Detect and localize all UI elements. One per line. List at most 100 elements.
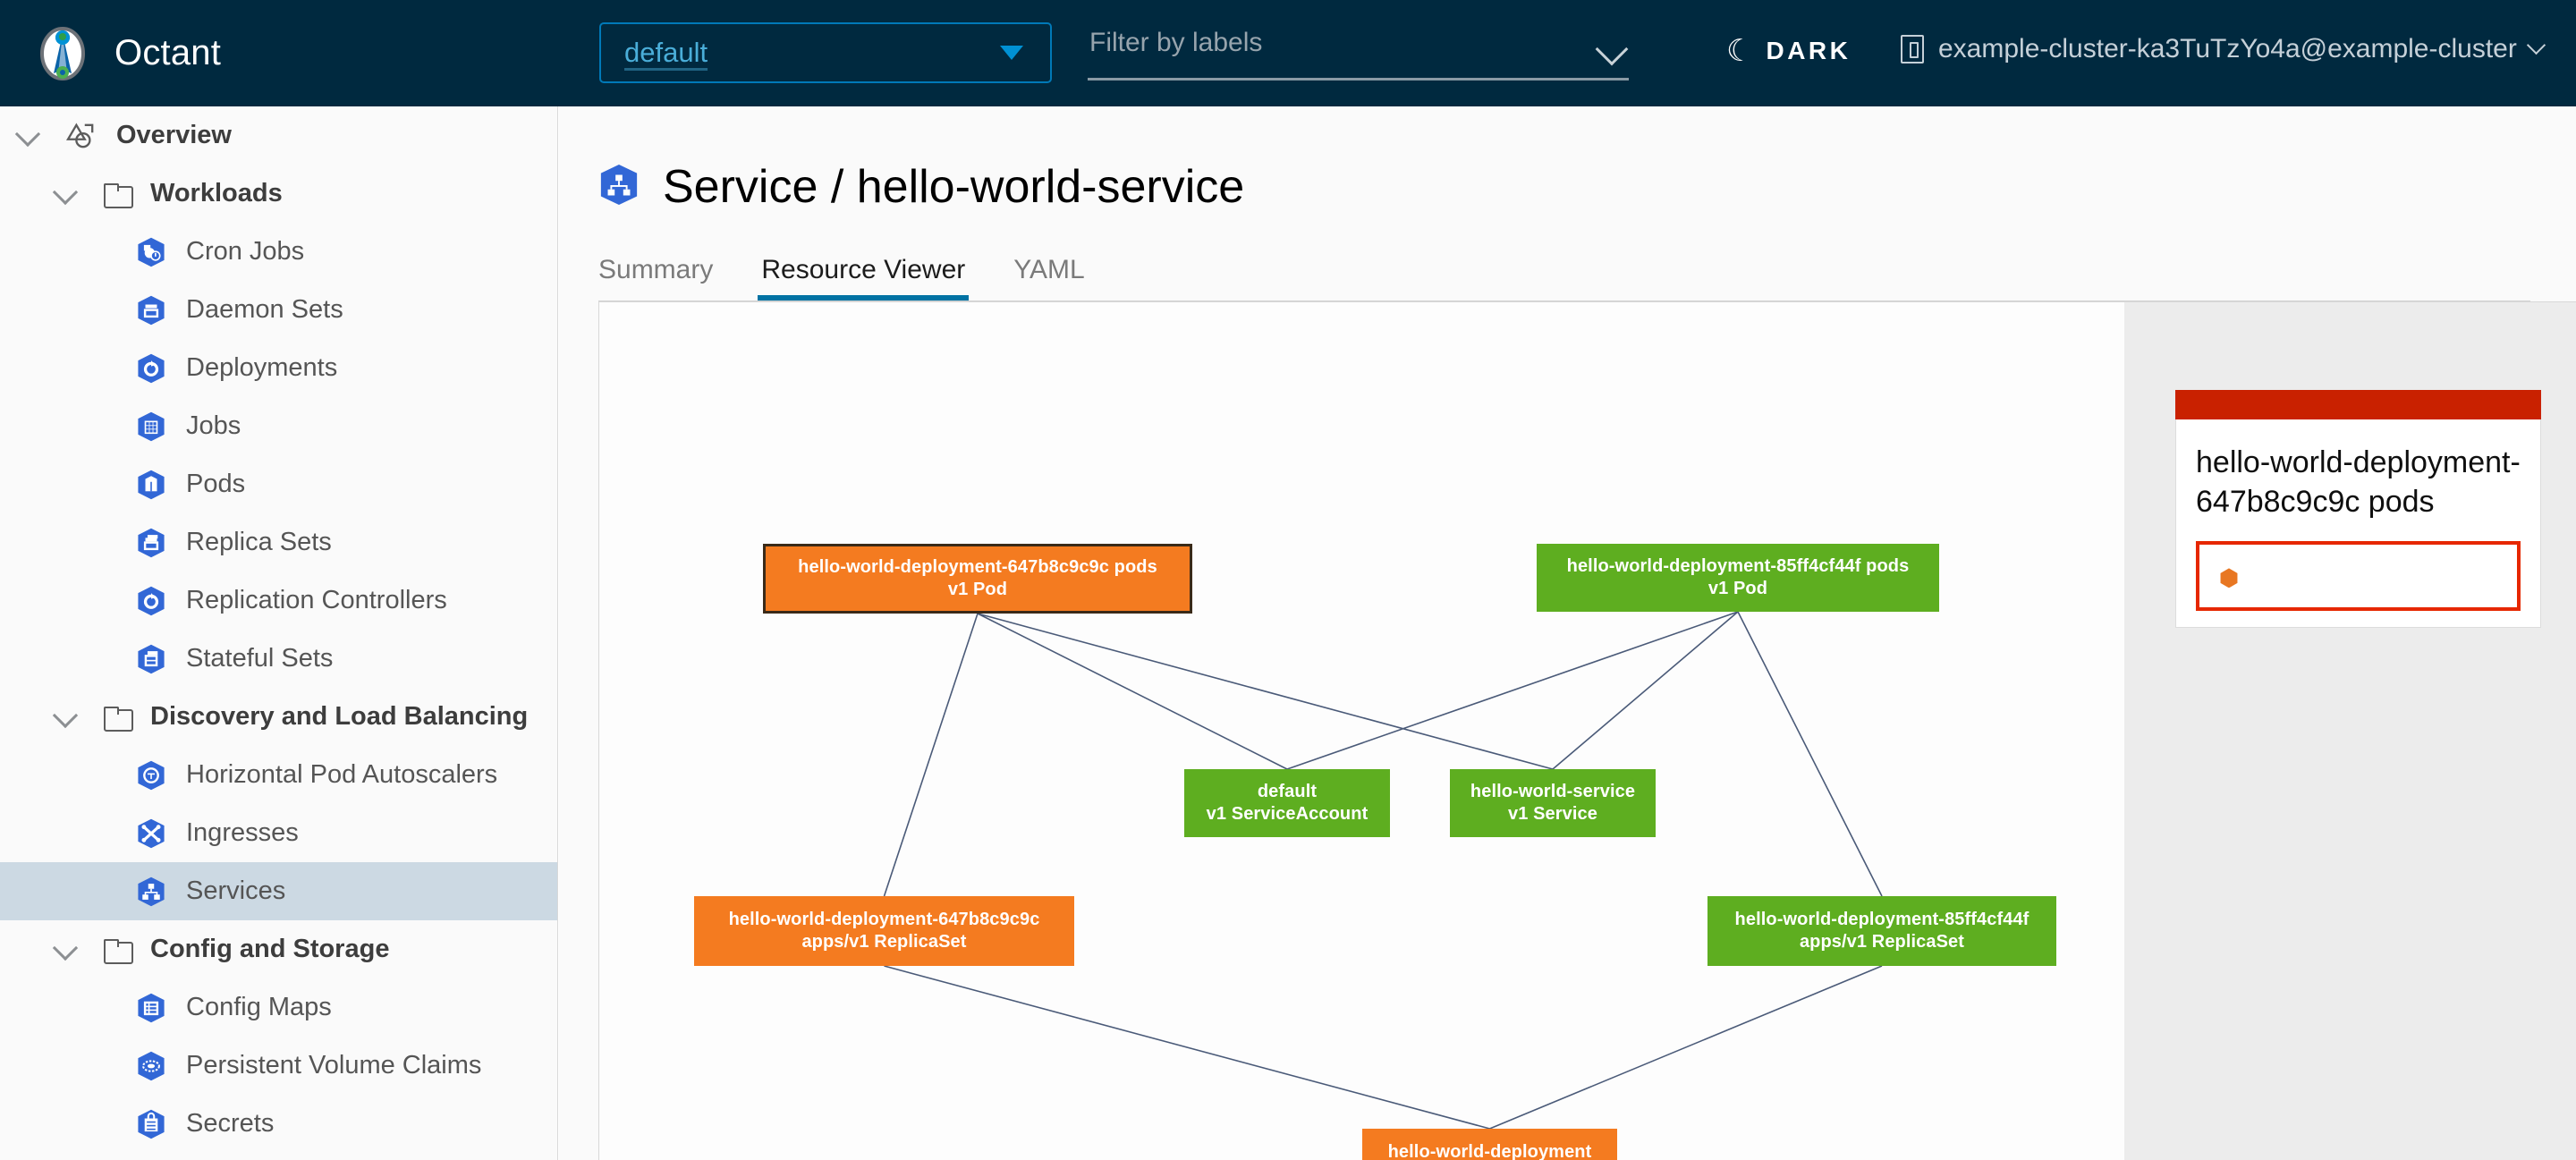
sidebar-item-discovery-and-load-balancing[interactable]: Discovery and Load Balancing xyxy=(0,688,557,746)
graph-node-kind: v1 ServiceAccount xyxy=(1206,804,1368,824)
cluster-label: example-cluster-ka3TuTzYo4a@example-clus… xyxy=(1938,34,2517,64)
cronjob-icon xyxy=(136,236,166,268)
sidebar-item-ingresses[interactable]: Ingresses xyxy=(0,804,557,862)
configmap-icon xyxy=(136,992,166,1024)
chevron-down-icon[interactable] xyxy=(16,124,39,148)
chevron-down-icon[interactable] xyxy=(54,182,77,206)
applications-icon xyxy=(65,123,97,149)
graph-node-kind: apps/v1 ReplicaSet xyxy=(801,932,967,952)
graph-node-name: hello-world-service xyxy=(1470,782,1636,801)
main-content: Service / hello-world-service Summary Res… xyxy=(559,106,2576,1160)
label-filter-placeholder: Filter by labels xyxy=(1089,28,1263,57)
chevron-down-icon[interactable] xyxy=(1595,32,1629,66)
sidebar-item-label: Secrets xyxy=(186,1109,275,1138)
sidebar-item-daemon-sets[interactable]: Daemon Sets xyxy=(0,281,557,339)
tab-yaml[interactable]: YAML xyxy=(1013,255,1085,284)
folder-icon xyxy=(104,182,133,208)
pod-icon xyxy=(136,469,166,501)
sidebar-item-label: Pods xyxy=(186,470,246,498)
sidebar-item-label: Deployments xyxy=(186,353,338,382)
graph-edge xyxy=(884,965,1490,1130)
theme-toggle[interactable]: ☾ DARK xyxy=(1726,36,1851,66)
cluster-selector[interactable]: example-cluster-ka3TuTzYo4a@example-clus… xyxy=(1901,34,2546,64)
detail-card[interactable]: hello-world-deployment-647b8c9c9c pods xyxy=(2175,390,2541,629)
chevron-down-icon[interactable] xyxy=(54,938,77,961)
detail-status-box[interactable] xyxy=(2196,541,2521,612)
sidebar-item-workloads[interactable]: Workloads xyxy=(0,165,557,223)
graph-edge xyxy=(1489,965,1883,1130)
sidebar-item-services[interactable]: Services xyxy=(0,862,557,920)
detail-side-panel: hello-world-deployment-647b8c9c9c pods xyxy=(2124,302,2576,1160)
brand-name: Octant xyxy=(114,33,222,72)
sidebar-item-label: Overview xyxy=(116,121,232,149)
sidebar-item-pods[interactable]: Pods xyxy=(0,455,557,513)
sidebar-item-deployments[interactable]: Deployments xyxy=(0,339,557,397)
sidebar-item-config-and-storage[interactable]: Config and Storage xyxy=(0,920,557,978)
graph-node-sa-default[interactable]: default v1 ServiceAccount xyxy=(1184,769,1390,837)
sidebar-item-label: Ingresses xyxy=(186,818,299,847)
tab-summary[interactable]: Summary xyxy=(598,255,714,284)
tab-resource-viewer[interactable]: Resource Viewer xyxy=(758,255,970,301)
sidebar-item-label: Services xyxy=(186,876,286,905)
sidebar-item-overview[interactable]: Overview xyxy=(0,106,557,165)
sidebar-item-label: Config and Storage xyxy=(150,935,390,963)
graph-node-label: default v1 ServiceAccount xyxy=(1207,781,1368,826)
graph-node-kind: v1 Pod xyxy=(1707,579,1768,598)
sidebar-item-secrets[interactable]: Secrets xyxy=(0,1095,557,1153)
moon-icon: ☾ xyxy=(1726,34,1754,68)
sidebar-item-config-maps[interactable]: Config Maps xyxy=(0,978,557,1037)
replicationcontroller-icon xyxy=(136,585,166,617)
folder-icon xyxy=(104,706,133,732)
sidebar-item-label: Persistent Volume Claims xyxy=(186,1051,482,1080)
graph-node-rs-85f[interactable]: hello-world-deployment-85ff4cf44f apps/v1… xyxy=(1707,896,2056,966)
namespace-select[interactable]: default xyxy=(599,22,1052,83)
sidebar-item-cron-jobs[interactable]: Cron Jobs xyxy=(0,223,557,281)
graph-node-deploy[interactable]: hello-world-deploymentapps/v1 Deployment xyxy=(1362,1129,1617,1160)
brand[interactable]: Octant xyxy=(34,25,221,82)
graph-node-kind: v1 Service xyxy=(1508,804,1597,824)
sidebar-item-stateful-sets[interactable]: Stateful Sets xyxy=(0,630,557,688)
sidebar-item-replication-controllers[interactable]: Replication Controllers xyxy=(0,572,557,630)
sidebar-item-label: Daemon Sets xyxy=(186,295,343,324)
chevron-down-icon[interactable] xyxy=(54,706,77,729)
statefulset-icon xyxy=(136,643,166,675)
top-header: Octant default Filter by labels ☾ DARK e… xyxy=(0,0,2576,106)
sidebar-item-horizontal-pod-autoscalers[interactable]: Horizontal Pod Autoscalers xyxy=(0,746,557,804)
sidebar-item-label: Cron Jobs xyxy=(186,237,305,266)
octant-logo-icon xyxy=(34,25,91,82)
sidebar-item-replica-sets[interactable]: Replica Sets xyxy=(0,513,557,572)
sidebar-item-label: Replica Sets xyxy=(186,528,332,556)
sidebar-item-label: Horizontal Pod Autoscalers xyxy=(186,760,498,789)
page-title-text: Service / hello-world-service xyxy=(663,161,1245,213)
service-icon xyxy=(598,164,640,211)
page-title: Service / hello-world-service xyxy=(598,160,1244,214)
daemonset-icon xyxy=(136,294,166,326)
hpa-icon xyxy=(136,759,166,792)
tab-bar: Summary Resource Viewer YAML xyxy=(598,255,2530,303)
graph-edge xyxy=(1737,611,1883,897)
detail-card-body: hello-world-deployment-647b8c9c9c pods xyxy=(2175,419,2541,629)
label-filter-input[interactable]: Filter by labels xyxy=(1088,25,1629,80)
graph-edge xyxy=(977,613,1288,770)
graph-node-label: hello-world-deployment-85ff4cf44f apps/v1… xyxy=(1735,909,2029,953)
graph-node-kind: apps/v1 ReplicaSet xyxy=(1799,932,1965,952)
graph-edge xyxy=(1552,611,1739,770)
graph-node-name: hello-world-deployment-85ff4cf44f xyxy=(1734,910,2029,929)
graph-node-label: hello-world-service v1 Service xyxy=(1470,781,1635,826)
sidebar-item-label: Jobs xyxy=(186,411,242,440)
graph-node-name: default xyxy=(1257,782,1318,801)
sidebar-item-persistent-volume-claims[interactable]: Persistent Volume Claims xyxy=(0,1037,557,1095)
folder-icon xyxy=(104,938,133,964)
chevron-down-icon xyxy=(2526,35,2546,55)
sidebar-item-jobs[interactable]: Jobs xyxy=(0,397,557,455)
graph-node-svc-hello[interactable]: hello-world-service v1 Service xyxy=(1450,769,1656,837)
graph-node-kind: v1 Pod xyxy=(947,580,1008,599)
detail-card-accent-bar xyxy=(2175,390,2541,419)
